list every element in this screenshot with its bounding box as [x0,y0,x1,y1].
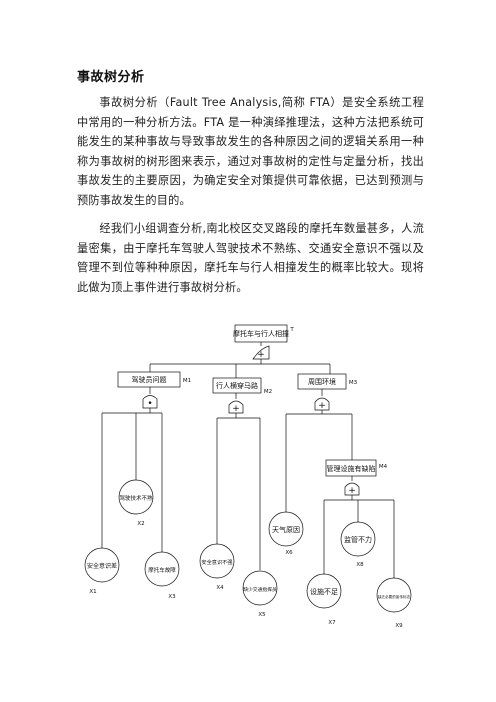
x8-event-label: 监管不力 [344,535,372,544]
basic-event-x2-circle [118,479,154,515]
section-heading: 事故树分析 [77,70,145,85]
and-gate-g1 [142,395,158,409]
top-event-code: T [289,327,294,333]
x5-event-label: 缺少交通指挥员 [243,586,277,593]
x2-event-code: X2 [137,521,144,527]
x1-event-code: X1 [89,589,96,595]
x4-event-label: 安全意识不强 [201,558,232,566]
basic-event-x5-circle [242,570,278,606]
x6-event-label: 天气原因 [272,525,300,534]
x3-event-label: 摩托车故障 [148,566,176,574]
gate-symbol-g3: + [318,401,326,411]
m4-event-box [325,459,377,477]
x1-event-label: 安全意识差 [87,562,117,570]
or-gate-g2 [228,400,244,414]
x6-event-code: X6 [285,550,293,556]
m1-event-label: 驾驶员问题 [132,375,167,384]
x7-event-code: X7 [328,620,336,626]
or-gate-top [252,345,270,360]
analysis-paragraph: 经我们小组调查分析,南北校区交叉路段的摩托车数量甚多，人流量密集，由于摩托车驾驶… [77,222,424,294]
basic-event-x9-circle [376,577,412,613]
x5-event-code: X5 [258,612,266,618]
gate-symbol-g2: + [232,404,240,414]
m3-event-label: 周围环境 [308,377,336,386]
m4-event-label: 管理设施有缺陷 [327,464,376,473]
basic-event-x1-circle [84,547,120,583]
m4-event-code: M4 [379,464,388,470]
m3-event-code: M3 [349,380,358,386]
x2-event-label: 驾驶技术不熟 [119,494,153,502]
x8-event-code: X8 [356,562,364,568]
gate-symbol-g4: + [348,486,356,496]
x3-event-code: X3 [168,594,176,600]
x9-event-label: 缺乏必要的宣传标志 [378,594,411,599]
m1-event-code: M1 [183,378,191,384]
m2-event-code: M2 [264,389,272,395]
intro-paragraph: 事故树分析（Fault Tree Analysis,简称 FTA）是安全系统工程… [77,96,424,207]
basic-event-x7-circle [306,573,342,609]
x9-event-code: X9 [395,623,403,629]
basic-event-x6-circle [268,511,304,547]
or-gate-g4 [344,482,360,496]
m2-event-label: 行人横穿马路 [216,381,258,390]
basic-event-x8-circle [340,521,376,557]
x4-event-code: X4 [216,585,224,591]
m2-event-box [212,377,262,394]
x7-event-label: 设施不足 [310,587,338,596]
top-event-label: 摩托车与行人相撞 [233,329,289,338]
basic-event-x3-circle [144,551,180,587]
gate-symbol-g0: + [257,350,265,360]
basic-event-x4-circle [199,543,235,579]
gate-symbol-g1: • [147,399,152,409]
m1-event-box [117,371,181,388]
or-gate-g3 [314,397,330,411]
